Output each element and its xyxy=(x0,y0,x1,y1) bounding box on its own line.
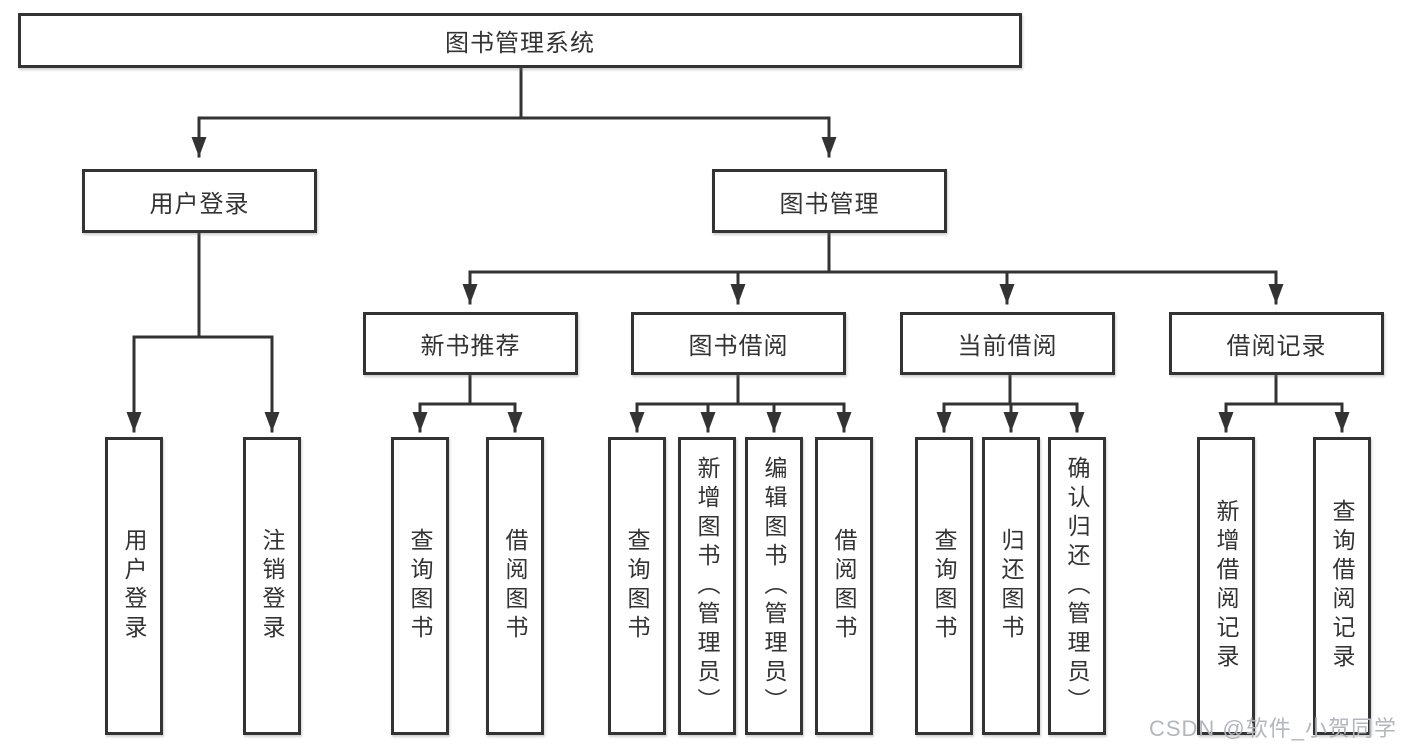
leaf-label: 查询图书 xyxy=(931,528,957,644)
node-borrow-record: 借阅记录 xyxy=(1169,312,1384,375)
leaf-borrow-add-books-admin: 新增图书（管理员） xyxy=(678,437,736,735)
leaf-label: 新增图书（管理员） xyxy=(694,455,720,717)
node-label: 借阅记录 xyxy=(1226,333,1327,360)
leaf-borrow-edit-books-admin: 编辑图书（管理员） xyxy=(745,437,803,735)
node-label: 新书推荐 xyxy=(420,333,521,360)
leaf-label: 查询图书 xyxy=(624,528,650,644)
node-label: 图书管理系统 xyxy=(445,30,595,57)
node-label: 当前借阅 xyxy=(957,333,1058,360)
leaf-current-confirm-return-admin: 确认归还（管理员） xyxy=(1048,437,1106,735)
leaf-label: 用户登录 xyxy=(121,528,147,644)
node-label: 图书借阅 xyxy=(688,333,789,360)
leaf-newbook-query-books: 查询图书 xyxy=(391,437,449,735)
node-label: 用户登录 xyxy=(149,190,250,218)
leaf-logout: 注销登录 xyxy=(243,437,301,735)
leaf-current-query-books: 查询图书 xyxy=(915,437,973,735)
node-new-book-recommend: 新书推荐 xyxy=(363,312,578,375)
leaf-label: 查询图书 xyxy=(407,528,433,644)
leaf-user-login: 用户登录 xyxy=(105,437,163,735)
leaf-label: 归还图书 xyxy=(998,528,1024,644)
csdn-watermark: CSDN @软件_小贺同学 xyxy=(1148,716,1397,741)
leaf-borrow-borrow-books: 借阅图书 xyxy=(815,437,873,735)
leaf-newbook-borrow-books: 借阅图书 xyxy=(486,437,544,735)
leaf-label: 查询借阅记录 xyxy=(1329,499,1355,673)
leaf-label: 借阅图书 xyxy=(831,528,857,644)
leaf-borrow-query-books: 查询图书 xyxy=(608,437,666,735)
leaf-record-query-borrow-record: 查询借阅记录 xyxy=(1313,437,1371,735)
node-book-management-system: 图书管理系统 xyxy=(18,13,1022,68)
node-label: 图书管理 xyxy=(779,190,880,218)
leaf-label: 编辑图书（管理员） xyxy=(761,455,787,717)
node-user-login: 用户登录 xyxy=(82,169,317,233)
leaf-label: 确认归还（管理员） xyxy=(1064,455,1090,717)
leaf-label: 借阅图书 xyxy=(502,528,528,644)
leaf-record-add-borrow-record: 新增借阅记录 xyxy=(1197,437,1255,735)
leaf-label: 注销登录 xyxy=(259,528,285,644)
leaf-current-return-books: 归还图书 xyxy=(982,437,1040,735)
leaf-label: 新增借阅记录 xyxy=(1213,499,1239,673)
node-book-management: 图书管理 xyxy=(712,169,947,233)
node-book-borrow: 图书借阅 xyxy=(631,312,846,375)
node-current-borrow: 当前借阅 xyxy=(900,312,1115,375)
